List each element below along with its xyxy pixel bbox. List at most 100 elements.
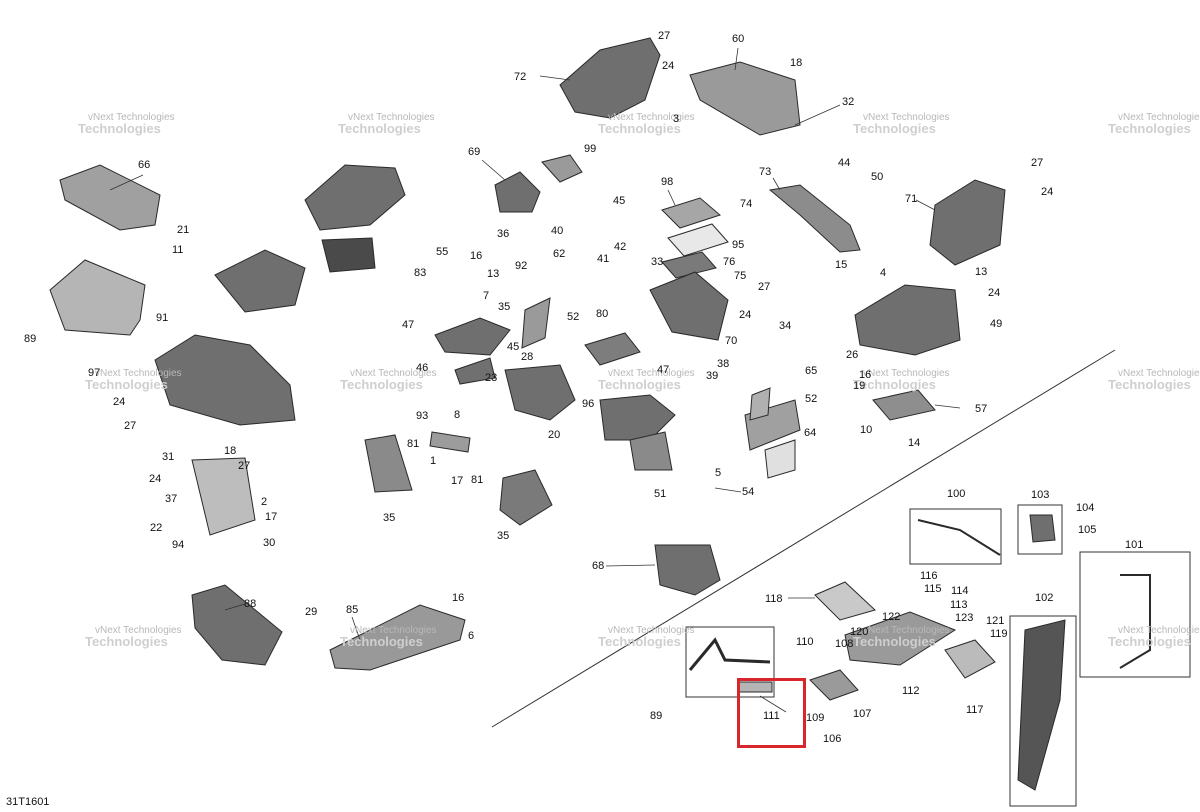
callout-34[interactable]: 34: [779, 320, 792, 332]
callout-71[interactable]: 71: [905, 193, 918, 205]
callout-60[interactable]: 60: [732, 33, 745, 45]
callout-72[interactable]: 72: [514, 71, 527, 83]
callout-24[interactable]: 24: [113, 396, 126, 408]
callout-10[interactable]: 10: [860, 424, 873, 436]
callout-103[interactable]: 103: [1031, 489, 1050, 501]
callout-57[interactable]: 57: [975, 403, 988, 415]
callout-65[interactable]: 65: [805, 365, 818, 377]
callout-54[interactable]: 54: [742, 486, 755, 498]
callout-83[interactable]: 83: [414, 267, 427, 279]
callout-24[interactable]: 24: [1041, 186, 1054, 198]
callout-110[interactable]: 110: [796, 636, 814, 648]
callout-23[interactable]: 23: [485, 372, 498, 384]
callout-39[interactable]: 39: [706, 370, 719, 382]
callout-112[interactable]: 112: [902, 685, 920, 697]
callout-28[interactable]: 28: [521, 351, 534, 363]
callout-50[interactable]: 50: [871, 171, 884, 183]
callout-64[interactable]: 64: [804, 427, 817, 439]
callout-24[interactable]: 24: [739, 309, 752, 321]
callout-24[interactable]: 24: [149, 473, 162, 485]
callout-4[interactable]: 4: [880, 267, 887, 279]
callout-92[interactable]: 92: [515, 260, 528, 272]
callout-24[interactable]: 24: [662, 60, 675, 72]
callout-114[interactable]: 114: [951, 585, 969, 597]
callout-68[interactable]: 68: [592, 560, 605, 572]
callout-1[interactable]: 1: [430, 455, 437, 467]
callout-32[interactable]: 32: [842, 96, 855, 108]
callout-109[interactable]: 109: [806, 712, 825, 724]
callout-27[interactable]: 27: [1031, 157, 1044, 169]
callout-101[interactable]: 101: [1125, 539, 1144, 551]
callout-52[interactable]: 52: [567, 311, 580, 323]
callout-96[interactable]: 96: [582, 398, 595, 410]
callout-51[interactable]: 51: [654, 488, 667, 500]
callout-106[interactable]: 106: [823, 733, 842, 745]
callout-76[interactable]: 76: [723, 256, 736, 268]
callout-111[interactable]: 111: [763, 710, 780, 722]
callout-46[interactable]: 46: [416, 362, 429, 374]
callout-100[interactable]: 100: [947, 488, 966, 500]
callout-47[interactable]: 47: [657, 364, 670, 376]
callout-88[interactable]: 88: [244, 598, 257, 610]
callout-73[interactable]: 73: [759, 166, 772, 178]
callout-29[interactable]: 29: [305, 606, 318, 618]
callout-19[interactable]: 19: [853, 380, 866, 392]
callout-21[interactable]: 21: [177, 224, 190, 236]
callout-102[interactable]: 102: [1035, 592, 1054, 604]
callout-11[interactable]: 11: [172, 244, 184, 256]
callout-16[interactable]: 16: [470, 250, 483, 262]
callout-26[interactable]: 26: [846, 349, 859, 361]
callout-85[interactable]: 85: [346, 604, 359, 616]
callout-30[interactable]: 30: [263, 537, 276, 549]
callout-99[interactable]: 99: [584, 143, 597, 155]
callout-119[interactable]: 119: [990, 628, 1008, 640]
callout-38[interactable]: 38: [717, 358, 730, 370]
callout-22[interactable]: 22: [150, 522, 163, 534]
callout-47[interactable]: 47: [402, 319, 415, 331]
callout-91[interactable]: 91: [156, 312, 169, 324]
callout-69[interactable]: 69: [468, 146, 481, 158]
callout-107[interactable]: 107: [853, 708, 872, 720]
callout-7[interactable]: 7: [483, 290, 490, 302]
callout-2[interactable]: 2: [261, 496, 268, 508]
callout-33[interactable]: 33: [651, 256, 664, 268]
callout-5[interactable]: 5: [715, 467, 722, 479]
callout-24[interactable]: 24: [988, 287, 1001, 299]
callout-45[interactable]: 45: [507, 341, 520, 353]
callout-105[interactable]: 105: [1078, 524, 1097, 536]
callout-36[interactable]: 36: [497, 228, 510, 240]
callout-18[interactable]: 18: [790, 57, 803, 69]
callout-13[interactable]: 13: [487, 268, 500, 280]
callout-95[interactable]: 95: [732, 239, 745, 251]
callout-16[interactable]: 16: [452, 592, 465, 604]
callout-20[interactable]: 20: [548, 429, 561, 441]
callout-35[interactable]: 35: [497, 530, 510, 542]
callout-93[interactable]: 93: [416, 410, 429, 422]
callout-44[interactable]: 44: [838, 157, 851, 169]
callout-70[interactable]: 70: [725, 335, 738, 347]
callout-6[interactable]: 6: [468, 630, 475, 642]
callout-18[interactable]: 18: [224, 445, 237, 457]
callout-27[interactable]: 27: [124, 420, 137, 432]
callout-15[interactable]: 15: [835, 259, 848, 271]
callout-80[interactable]: 80: [596, 308, 609, 320]
callout-55[interactable]: 55: [436, 246, 449, 258]
callout-27[interactable]: 27: [238, 460, 251, 472]
callout-75[interactable]: 75: [734, 270, 747, 282]
callout-62[interactable]: 62: [553, 248, 566, 260]
callout-8[interactable]: 8: [454, 409, 461, 421]
callout-40[interactable]: 40: [551, 225, 564, 237]
callout-117[interactable]: 117: [966, 704, 984, 716]
callout-35[interactable]: 35: [383, 512, 396, 524]
callout-49[interactable]: 49: [990, 318, 1003, 330]
callout-89[interactable]: 89: [650, 710, 663, 722]
callout-98[interactable]: 98: [661, 176, 674, 188]
callout-121[interactable]: 121: [986, 615, 1005, 627]
callout-97[interactable]: 97: [88, 367, 101, 379]
callout-37[interactable]: 37: [165, 493, 178, 505]
callout-17[interactable]: 17: [451, 475, 464, 487]
callout-81[interactable]: 81: [471, 474, 484, 486]
callout-27[interactable]: 27: [658, 30, 671, 42]
callout-27[interactable]: 27: [758, 281, 771, 293]
callout-120[interactable]: 120: [850, 626, 869, 638]
